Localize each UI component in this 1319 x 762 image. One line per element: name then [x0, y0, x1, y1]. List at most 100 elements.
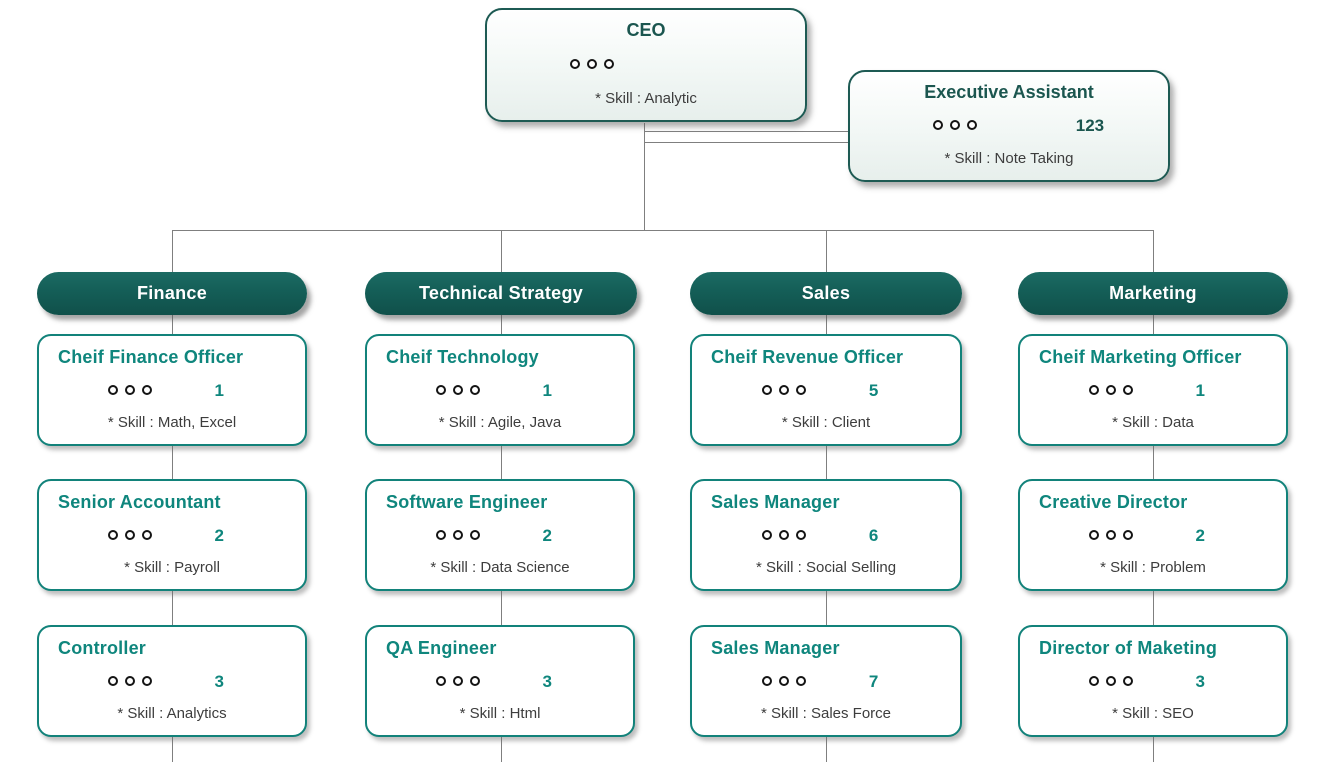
node-count: 7: [868, 671, 879, 691]
node-skill: * Skill : Data Science: [430, 559, 570, 576]
node-title: Cheif Marketing Officer: [1039, 347, 1242, 367]
node-skill: * Skill : Social Selling: [755, 559, 897, 576]
node-count-row: 2: [1020, 526, 1286, 545]
node-ceo[interactable]: CEO * Skill : Analytic: [485, 8, 807, 122]
node-count-row: [487, 58, 805, 72]
people-dots-icon: [1089, 384, 1134, 395]
node-title: Creative Director: [1039, 492, 1188, 512]
people-dots-icon: [436, 529, 481, 540]
node-title: Software Engineer: [386, 492, 548, 512]
node-count-row: 123: [850, 116, 1168, 135]
node-count-row: 2: [39, 525, 305, 545]
people-dots-icon: [436, 675, 481, 686]
node-sales-member[interactable]: Sales Manager 6 * Skill : Social Selling: [690, 479, 962, 591]
node-count: 1: [1195, 380, 1206, 400]
connector-stub-finance: [172, 230, 173, 272]
node-count-row: 7: [692, 671, 960, 691]
connector-line: [826, 315, 827, 334]
department-label: Marketing: [1109, 283, 1197, 303]
node-title: Cheif Finance Officer: [58, 347, 244, 367]
node-count-row: 1: [1020, 380, 1286, 400]
node-count-row: 5: [692, 381, 960, 400]
node-title: Executive Assistant: [924, 82, 1094, 102]
connector-line: [501, 737, 502, 762]
connector-line: [1153, 737, 1154, 762]
people-dots-icon: [761, 675, 806, 686]
node-marketing-member[interactable]: Director of Maketing 3 * Skill : SEO: [1018, 625, 1288, 737]
node-title: Senior Accountant: [58, 492, 221, 512]
node-count: 123: [1075, 116, 1105, 135]
node-title: CEO: [626, 20, 666, 40]
node-count-row: 3: [1020, 672, 1286, 691]
node-sales-member[interactable]: Cheif Revenue Officer 5 * Skill : Client: [690, 334, 962, 446]
people-dots-icon: [761, 529, 806, 540]
connector-line: [501, 315, 502, 334]
connector-line: [172, 737, 173, 762]
connector-line: [172, 315, 173, 334]
node-count: 1: [214, 380, 225, 400]
node-title: Director of Maketing: [1039, 638, 1218, 658]
node-title: QA Engineer: [386, 638, 497, 658]
node-count: 3: [214, 671, 225, 691]
node-title: Controller: [58, 638, 147, 658]
node-count: 2: [214, 525, 225, 545]
department-header-marketing[interactable]: Marketing: [1018, 272, 1288, 315]
node-technical-member[interactable]: QA Engineer 3 * Skill : Html: [365, 625, 635, 737]
node-title: Sales Manager: [711, 638, 840, 658]
node-marketing-member[interactable]: Cheif Marketing Officer 1 * Skill : Data: [1018, 334, 1288, 446]
node-skill: * Skill : Math, Excel: [107, 414, 237, 431]
node-count-row: 2: [367, 525, 633, 545]
node-count: 3: [542, 671, 553, 691]
connector-line: [172, 446, 173, 479]
node-count: 1: [542, 380, 553, 400]
department-label: Sales: [801, 283, 851, 303]
node-sales-member[interactable]: Sales Manager 7 * Skill : Sales Force: [690, 625, 962, 737]
connector-line: [826, 737, 827, 762]
connector-line: [826, 591, 827, 625]
connector-line: [172, 591, 173, 625]
connector-line: [1153, 591, 1154, 625]
department-label: Technical Strategy: [418, 283, 584, 303]
connector-stub-marketing: [1153, 230, 1154, 272]
node-skill: * Skill : Problem: [1100, 559, 1206, 576]
people-dots-icon: [932, 120, 977, 130]
connector-line: [826, 446, 827, 479]
node-executive-assistant[interactable]: Executive Assistant 123 * Skill : Note T…: [848, 70, 1170, 182]
connector-stub-sales: [826, 230, 827, 272]
people-dots-icon: [1089, 529, 1134, 540]
people-dots-icon: [108, 384, 153, 395]
node-finance-member[interactable]: Cheif Finance Officer 1 * Skill : Math, …: [37, 334, 307, 446]
connector-line: [1153, 446, 1154, 479]
people-dots-icon: [108, 529, 153, 540]
node-count: 2: [542, 525, 553, 545]
department-header-finance[interactable]: Finance: [37, 272, 307, 315]
node-count-row: 6: [692, 526, 960, 545]
connector-ceo-drop: [644, 123, 645, 230]
department-header-technical-strategy[interactable]: Technical Strategy: [365, 272, 637, 315]
connector-line: [501, 591, 502, 625]
node-skill: * Skill : Analytics: [117, 705, 227, 722]
department-label: Finance: [136, 283, 208, 303]
department-header-sales[interactable]: Sales: [690, 272, 962, 315]
node-title: Sales Manager: [711, 492, 840, 512]
node-finance-member[interactable]: Senior Accountant 2 * Skill : Payroll: [37, 479, 307, 591]
node-skill: * Skill : Data: [1112, 414, 1194, 431]
connector-stub-technical: [501, 230, 502, 272]
node-marketing-member[interactable]: Creative Director 2 * Skill : Problem: [1018, 479, 1288, 591]
node-technical-member[interactable]: Cheif Technology 1 * Skill : Agile, Java: [365, 334, 635, 446]
connector-line: [501, 446, 502, 479]
node-count-row: 1: [367, 380, 633, 400]
node-skill: * Skill : Sales Force: [760, 705, 892, 722]
node-count-row: 1: [39, 380, 305, 400]
node-skill: * Skill : Agile, Java: [438, 414, 562, 431]
node-count-row: 3: [367, 671, 633, 691]
people-dots-icon: [569, 59, 614, 69]
connector-main-rail: [172, 230, 1153, 231]
node-skill: * Skill : Analytic: [595, 90, 697, 107]
node-technical-member[interactable]: Software Engineer 2 * Skill : Data Scien…: [365, 479, 635, 591]
node-finance-member[interactable]: Controller 3 * Skill : Analytics: [37, 625, 307, 737]
people-dots-icon: [108, 675, 153, 686]
node-skill: * Skill : Payroll: [124, 559, 220, 576]
people-dots-icon: [761, 384, 806, 395]
